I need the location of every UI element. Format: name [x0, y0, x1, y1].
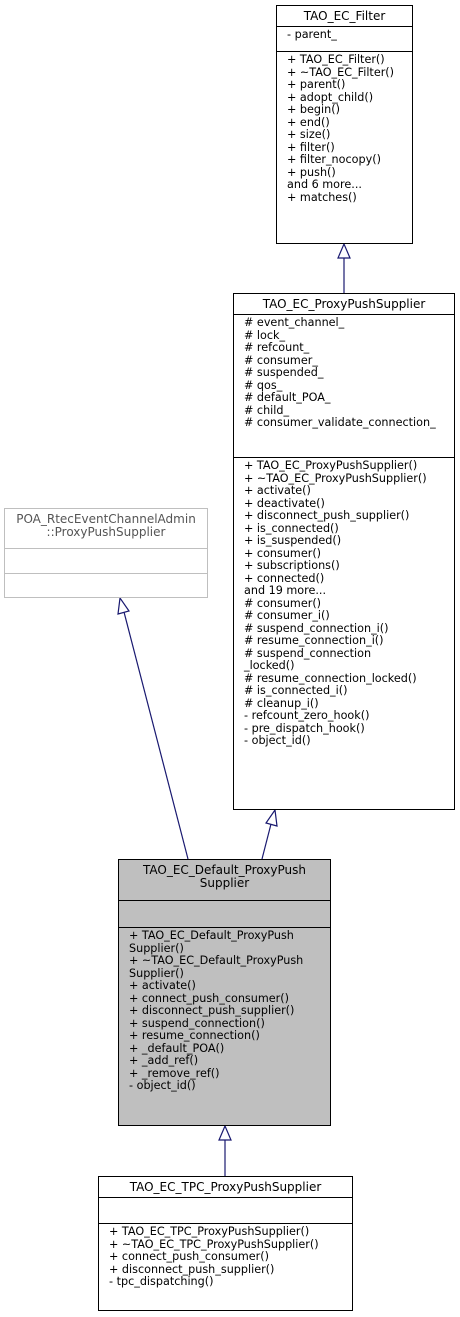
attributes-section: [119, 900, 330, 927]
method-item: + disconnect_push_supplier(): [244, 509, 410, 522]
attribute-item: # default_POA_: [244, 391, 331, 404]
method-item: + subscriptions(): [244, 559, 340, 572]
class-box-proxy-push-supplier[interactable]: TAO_EC_ProxyPushSupplier # event_channel…: [233, 293, 455, 810]
class-title-filter: TAO_EC_Filter: [303, 9, 386, 23]
attribute-item: # refcount_: [244, 341, 310, 354]
class-title-proxy-push-supplier: TAO_EC_ProxyPushSupplier: [262, 297, 426, 311]
method-item: + disconnect_push_supplier(): [109, 1262, 275, 1276]
attribute-item: - parent_: [287, 28, 337, 41]
method-item: + ~TAO_EC_Default_ProxyPush: [129, 954, 304, 967]
method-item: + activate(): [129, 979, 196, 992]
attribute-item: # qos_: [244, 378, 283, 392]
method-item: - object_id(): [244, 734, 311, 747]
methods-section: + TAO_EC_TPC_ProxyPushSupplier()+ ~TAO_E…: [99, 1223, 352, 1289]
methods-section: [5, 573, 207, 597]
method-item: + suspend_connection(): [129, 1016, 265, 1030]
method-item: + TAO_EC_ProxyPushSupplier(): [244, 459, 418, 472]
method-item: + consumer(): [244, 546, 322, 560]
method-item: Supplier(): [129, 966, 184, 980]
class-title-line: Supplier: [199, 876, 250, 890]
method-item: # suspend_connection: [244, 646, 372, 660]
method-item: + ~TAO_EC_ProxyPushSupplier(): [244, 471, 427, 485]
arrowhead-filter: [337, 242, 351, 259]
attributes-section: - parent_: [277, 26, 412, 51]
method-item: # consumer_i(): [244, 609, 330, 622]
attribute-item: # consumer_validate_connection_: [244, 416, 436, 429]
method-item: # suspend_connection_i(): [244, 621, 389, 635]
method-item: # resume_connection_i(): [244, 634, 384, 647]
method-item: + _default_POA(): [129, 1041, 225, 1055]
class-box-filter[interactable]: TAO_EC_Filter - parent_ + TAO_EC_Filter(…: [276, 5, 413, 244]
method-item: + _remove_ref(): [129, 1066, 220, 1080]
method-item: + disconnect_push_supplier(): [129, 1004, 295, 1017]
arrowhead-poa: [117, 596, 130, 615]
method-item: + parent(): [287, 78, 346, 91]
class-title-tpc: TAO_EC_TPC_ProxyPushSupplier: [129, 1180, 322, 1194]
method-item: + connect_push_consumer(): [109, 1250, 269, 1263]
method-item: + size(): [287, 128, 331, 141]
method-item: + filter_nocopy(): [287, 153, 381, 166]
method-item: # is_connected_i(): [244, 684, 348, 697]
attribute-item: # event_channel_: [244, 316, 345, 329]
method-item: + begin(): [287, 103, 340, 116]
method-item: - pre_dispatch_hook(): [244, 721, 365, 735]
class-box-poa-proxy-push-supplier[interactable]: POA_RtecEventChannelAdmin::ProxyPushSupp…: [4, 508, 208, 598]
methods-section: + TAO_EC_ProxyPushSupplier()+ ~TAO_EC_Pr…: [234, 457, 454, 748]
method-item: and 19 more...: [244, 584, 327, 597]
method-item: + is_connected(): [244, 521, 339, 535]
method-item: _locked(): [244, 659, 295, 672]
edge-default-to-proxy: [261, 823, 272, 860]
class-title-line: TAO_EC_Default_ProxyPush: [142, 863, 306, 877]
method-item: + ~TAO_EC_Filter(): [287, 65, 395, 79]
method-item: + activate(): [244, 484, 311, 497]
attribute-item: # child_: [244, 403, 290, 417]
attribute-item: # consumer_: [244, 353, 318, 367]
attributes-section: [5, 548, 207, 573]
method-item: + connect_push_consumer(): [129, 991, 289, 1005]
method-item: + TAO_EC_TPC_ProxyPushSupplier(): [109, 1225, 310, 1238]
attributes-section: [99, 1197, 352, 1223]
method-item: - object_id(): [129, 1079, 196, 1092]
method-item: + adopt_child(): [287, 90, 374, 104]
method-item: + _add_ref(): [129, 1054, 199, 1067]
method-item: + ~TAO_EC_TPC_ProxyPushSupplier(): [109, 1237, 319, 1251]
method-item: + TAO_EC_Filter(): [287, 53, 385, 66]
class-title-poa: POA_RtecEventChannelAdmin::ProxyPushSupp…: [5, 509, 207, 548]
arrowhead-proxy: [265, 808, 278, 827]
method-item: # cleanup_i(): [244, 696, 319, 710]
attributes-section: # event_channel_# lock_# refcount_# cons…: [234, 314, 454, 457]
method-item: # resume_connection_locked(): [244, 671, 417, 685]
method-item: - refcount_zero_hook(): [244, 709, 370, 722]
method-item: + is_suspended(): [244, 534, 342, 547]
method-item: + push(): [287, 165, 336, 179]
method-item: and 6 more...: [287, 178, 362, 191]
method-item: + end(): [287, 115, 330, 129]
attribute-item: # lock_: [244, 328, 286, 342]
methods-section: + TAO_EC_Filter()+ ~TAO_EC_Filter()+ par…: [277, 51, 412, 204]
method-item: + connected(): [244, 571, 325, 585]
arrowhead-default: [218, 1124, 232, 1141]
method-item: + resume_connection(): [129, 1029, 260, 1042]
method-item: + TAO_EC_Default_ProxyPush: [129, 929, 294, 942]
edge-default-to-poa: [123, 611, 189, 860]
attribute-item: # suspended_: [244, 366, 324, 379]
method-item: + matches(): [287, 190, 357, 204]
class-title-line: ::ProxyPushSupplier: [46, 525, 166, 539]
method-item: Supplier(): [129, 941, 184, 955]
method-item: # consumer(): [244, 596, 322, 610]
method-item: + filter(): [287, 140, 335, 154]
class-title-line: POA_RtecEventChannelAdmin: [16, 512, 196, 526]
method-item: - tpc_dispatching(): [109, 1275, 214, 1288]
class-box-tpc-proxy-push-supplier[interactable]: TAO_EC_TPC_ProxyPushSupplier + TAO_EC_TP…: [98, 1176, 353, 1311]
method-item: + deactivate(): [244, 496, 325, 510]
